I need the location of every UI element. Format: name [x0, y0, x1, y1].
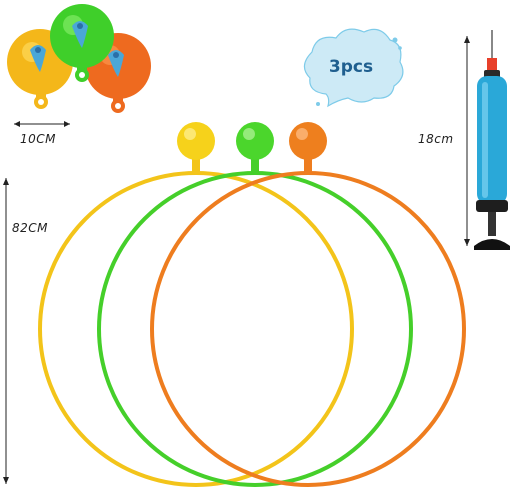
quantity-badge-icon [303, 28, 404, 108]
hoop-balloon-yellow-icon [177, 122, 215, 174]
hoop-balloon-green-icon [236, 122, 274, 174]
balloon-width-arrow [14, 121, 70, 127]
balloon-orange-icon [85, 33, 151, 113]
hoop-balloons-group [177, 122, 327, 174]
balloon-width-label: 10CM [20, 132, 57, 146]
hoop-green [97, 171, 413, 487]
pump-height-label: 18cm [418, 132, 454, 146]
hoop-diameter-label: 82CM [12, 221, 49, 235]
quantity-badge-label: 3pcs [328, 57, 374, 77]
hoop-balloon-orange-icon [289, 122, 327, 174]
hoop-diameter-arrow [3, 178, 9, 484]
printed-balloons-group [7, 4, 151, 113]
hand-pump-icon [474, 30, 510, 250]
pump-height-arrow [464, 36, 470, 246]
balloon-green-icon [50, 4, 114, 82]
hoops-group [38, 171, 466, 487]
